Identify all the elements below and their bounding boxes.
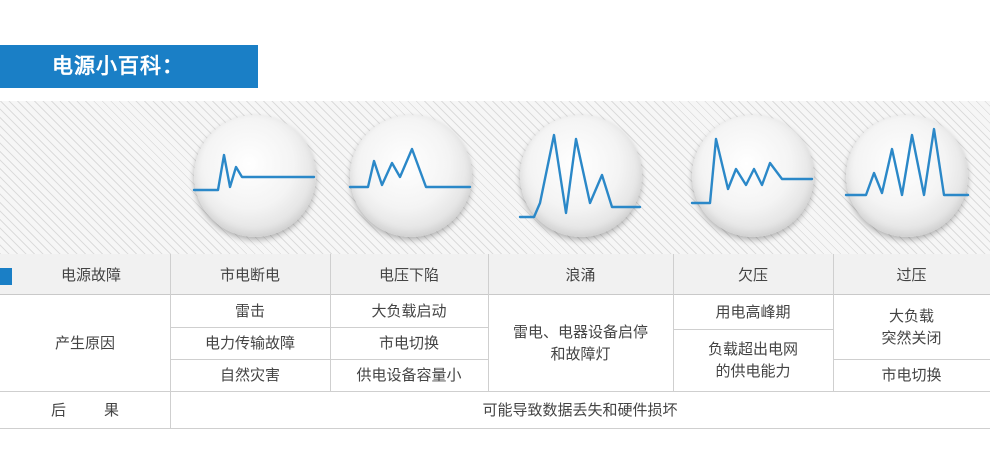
under-cause-2: 负载超出电网 的供电能力 — [673, 329, 833, 391]
sag-cause-2: 市电切换 — [378, 334, 439, 352]
outage-cause-2: 电力传输故障 — [204, 334, 295, 352]
wave-disc-overvoltage — [844, 115, 970, 237]
grid-line — [833, 359, 990, 360]
under-cause-2-line-2: 的供电能力 — [715, 362, 791, 380]
section-title: 电源小百科： — [0, 45, 258, 88]
grid-line — [0, 428, 990, 429]
outage-cause-1: 雷击 — [234, 302, 265, 320]
grid-line — [488, 254, 489, 391]
hatched-banner — [0, 101, 990, 254]
grid-line — [170, 359, 488, 360]
result-text: 可能导致数据丢失和硬件损坏 — [482, 401, 678, 419]
over-cause-1: 大负载 突然关闭 — [833, 295, 990, 359]
header-voltage-sag: 电压下陷 — [378, 265, 439, 284]
header-undervoltage: 欠压 — [737, 265, 768, 284]
header-outage: 市电断电 — [219, 265, 280, 284]
table-header-row — [0, 254, 990, 295]
wave-disc-power-outage — [192, 115, 316, 237]
over-cause-2: 市电切换 — [881, 366, 942, 384]
grid-line — [673, 329, 833, 330]
wave-surge-icon — [518, 133, 642, 219]
wave-disc-undervoltage — [690, 115, 814, 237]
power-fault-table: 电源故障 市电断电 电压下陷 浪涌 欠压 过压 产生原因 雷击 电力传输故障 自… — [0, 254, 990, 429]
header-power-fault: 电源故障 — [60, 265, 121, 284]
outage-cause-3: 自然灾害 — [219, 366, 280, 384]
grid-line — [330, 254, 331, 391]
cause-label: 产生原因 — [54, 334, 115, 352]
wave-overvoltage-icon — [844, 127, 970, 197]
wave-disc-voltage-sag — [348, 115, 472, 237]
header-marker — [0, 268, 12, 285]
grid-line — [0, 391, 990, 392]
wave-disc-surge — [518, 115, 642, 237]
grid-line — [833, 254, 834, 391]
result-label-b: 果 — [104, 401, 120, 419]
surge-cause: 雷电、电器设备启停 和故障灯 — [488, 295, 673, 391]
over-cause-1-line-2: 突然关闭 — [881, 329, 942, 347]
surge-cause-line-2: 和故障灯 — [550, 345, 611, 363]
grid-line — [170, 254, 171, 429]
wave-voltage-sag-icon — [348, 147, 472, 189]
header-overvoltage: 过压 — [896, 265, 927, 284]
surge-cause-line-1: 雷电、电器设备启停 — [512, 323, 648, 341]
under-cause-2-line-1: 负载超出电网 — [707, 340, 798, 358]
grid-line — [673, 254, 674, 391]
sag-cause-3: 供电设备容量小 — [356, 366, 462, 384]
under-cause-1: 用电高峰期 — [715, 303, 791, 321]
sag-cause-1: 大负载启动 — [371, 302, 447, 320]
result-label-a: 后 — [50, 401, 66, 419]
over-cause-1-line-1: 大负载 — [888, 307, 934, 325]
result-label: 后 果 — [0, 391, 170, 429]
header-surge: 浪涌 — [565, 265, 596, 284]
wave-undervoltage-icon — [690, 137, 814, 205]
grid-line — [170, 327, 488, 328]
wave-power-outage-icon — [192, 153, 316, 192]
